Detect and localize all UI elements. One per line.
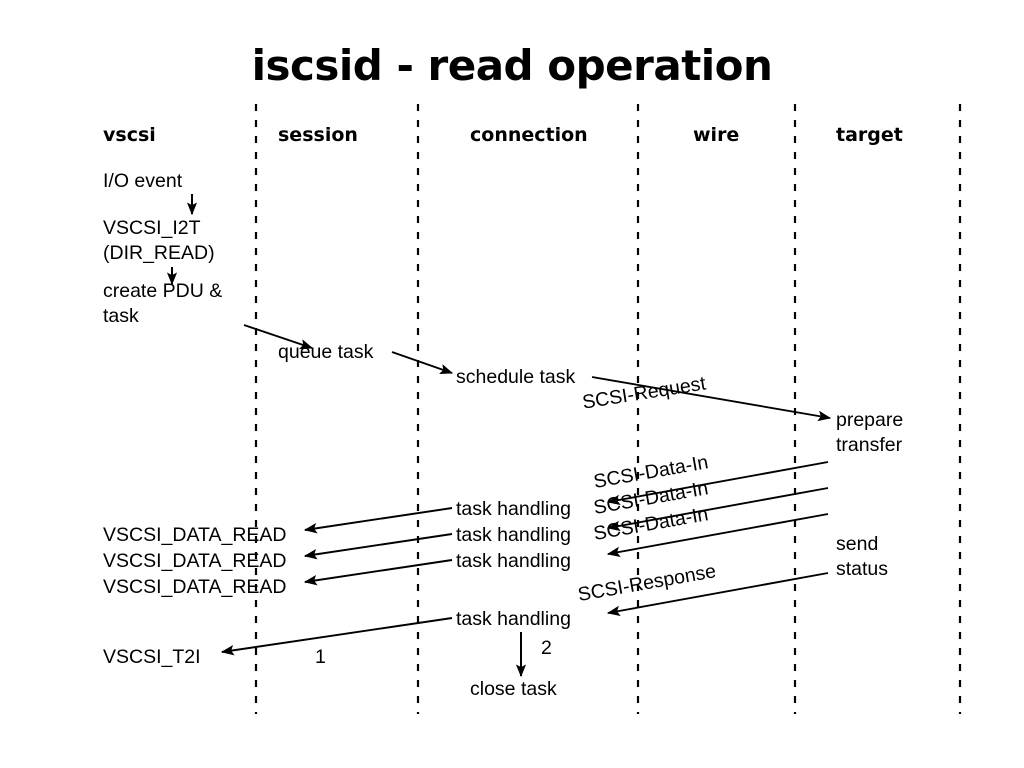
node-labels-group: I/O event VSCSI_I2T (DIR_READ) create PD… — [103, 170, 903, 700]
label-task-handling-3: task handling — [456, 550, 571, 572]
arrow-scsi-data-in-1 — [606, 461, 829, 506]
label-scsi-response: SCSI-Response — [576, 560, 718, 606]
arrow-task-handling-to-data-read-2 — [303, 533, 453, 560]
label-dir-read: (DIR_READ) — [103, 242, 215, 264]
column-header-session: session — [278, 124, 358, 146]
arrow-task-handling-to-data-read-3 — [303, 559, 453, 586]
arrow-task-handling-to-data-read-1 — [303, 507, 453, 534]
label-create-pdu: create PDU & — [103, 280, 222, 302]
label-task-handling-2: task handling — [456, 524, 571, 546]
arrow-scsi-request-to-target — [591, 376, 832, 422]
label-vscsi-t2i: VSCSI_T2I — [103, 646, 201, 668]
arrow-create-pdu-to-queue-task — [243, 324, 314, 350]
label-transfer: transfer — [836, 434, 903, 456]
label-task-handling-1: task handling — [456, 498, 571, 520]
column-headers: vscsi session connection wire target — [103, 124, 903, 146]
label-prepare: prepare — [836, 409, 903, 431]
column-header-vscsi: vscsi — [103, 124, 156, 146]
step-number-1: 1 — [315, 646, 326, 668]
step-numbers-group: 1 2 — [315, 637, 552, 668]
label-vscsi-data-read-1: VSCSI_DATA_READ — [103, 524, 287, 546]
label-vscsi-data-read-2: VSCSI_DATA_READ — [103, 550, 287, 572]
label-vscsi-i2t: VSCSI_I2T — [103, 217, 201, 239]
label-io-event: I/O event — [103, 170, 183, 192]
lifelines-group — [254, 104, 962, 714]
arrow-task-handling-to-vscsi-t2i — [220, 617, 453, 656]
label-send: send — [836, 533, 878, 555]
page-title: iscsid - read operation — [252, 41, 773, 90]
label-create-task: task — [103, 305, 139, 327]
step-number-2: 2 — [541, 637, 552, 659]
label-task-handling-4: task handling — [456, 608, 571, 630]
label-close-task: close task — [470, 678, 557, 700]
column-header-wire: wire — [693, 124, 739, 146]
label-vscsi-data-read-3: VSCSI_DATA_READ — [103, 576, 287, 598]
column-header-connection: connection — [470, 124, 588, 146]
wire-labels-group: SCSI-Request SCSI-Data-In SCSI-Data-In S… — [576, 372, 718, 606]
column-header-target: target — [836, 124, 903, 146]
arrow-queue-task-to-schedule-task — [391, 351, 454, 374]
arrow-scsi-data-in-3 — [606, 513, 829, 558]
label-queue-task: queue task — [278, 341, 374, 363]
arrows-group — [166, 194, 832, 678]
arrow-scsi-data-in-2 — [606, 487, 829, 532]
label-schedule-task: schedule task — [456, 366, 575, 388]
label-status: status — [836, 558, 888, 580]
arrow-scsi-response — [606, 572, 829, 617]
